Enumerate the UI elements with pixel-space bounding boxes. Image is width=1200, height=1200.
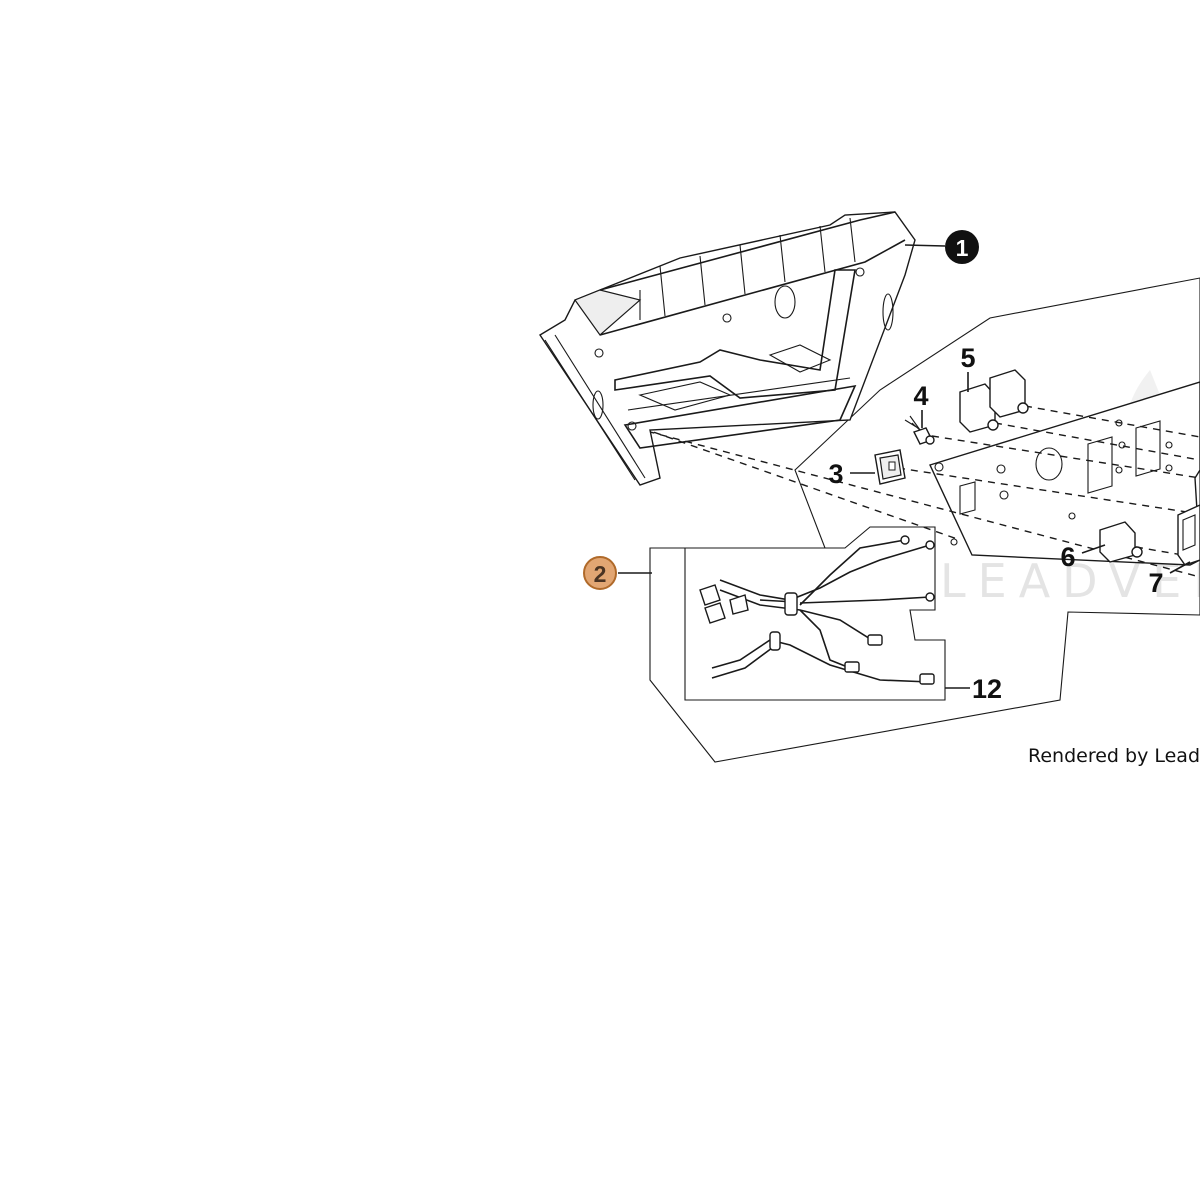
handle-frame — [539, 211, 916, 486]
leader-line-6 — [1081, 544, 1106, 554]
relay-part-6 — [1099, 521, 1143, 563]
relay-part-5 — [959, 369, 1029, 433]
callout-7-label: 7 — [1148, 568, 1163, 598]
pilot-lamp-part-4 — [904, 415, 935, 445]
leader-line-1 — [904, 244, 946, 247]
callout-1-label: 1 — [956, 235, 969, 261]
callout-1-badge — [945, 230, 979, 264]
rendered-by-credit: Rendered by LeadVen — [1028, 745, 1200, 767]
harness-box-outline — [684, 526, 946, 701]
callout-6-label: 6 — [1060, 542, 1075, 572]
rocker-switch-part-3 — [874, 449, 906, 485]
callout-5-label: 5 — [960, 343, 975, 373]
callout-2-badge[interactable] — [583, 556, 617, 590]
callout-3-label: 3 — [828, 459, 843, 489]
callout-12-label: 12 — [972, 674, 1002, 704]
assembly-group-outline — [649, 277, 1200, 763]
wiring-harness — [699, 535, 935, 685]
callout-4-label: 4 — [913, 381, 928, 411]
callout-2-label: 2 — [594, 561, 607, 587]
socket-part-7 — [1177, 504, 1200, 566]
leader-line-7 — [1169, 561, 1191, 574]
